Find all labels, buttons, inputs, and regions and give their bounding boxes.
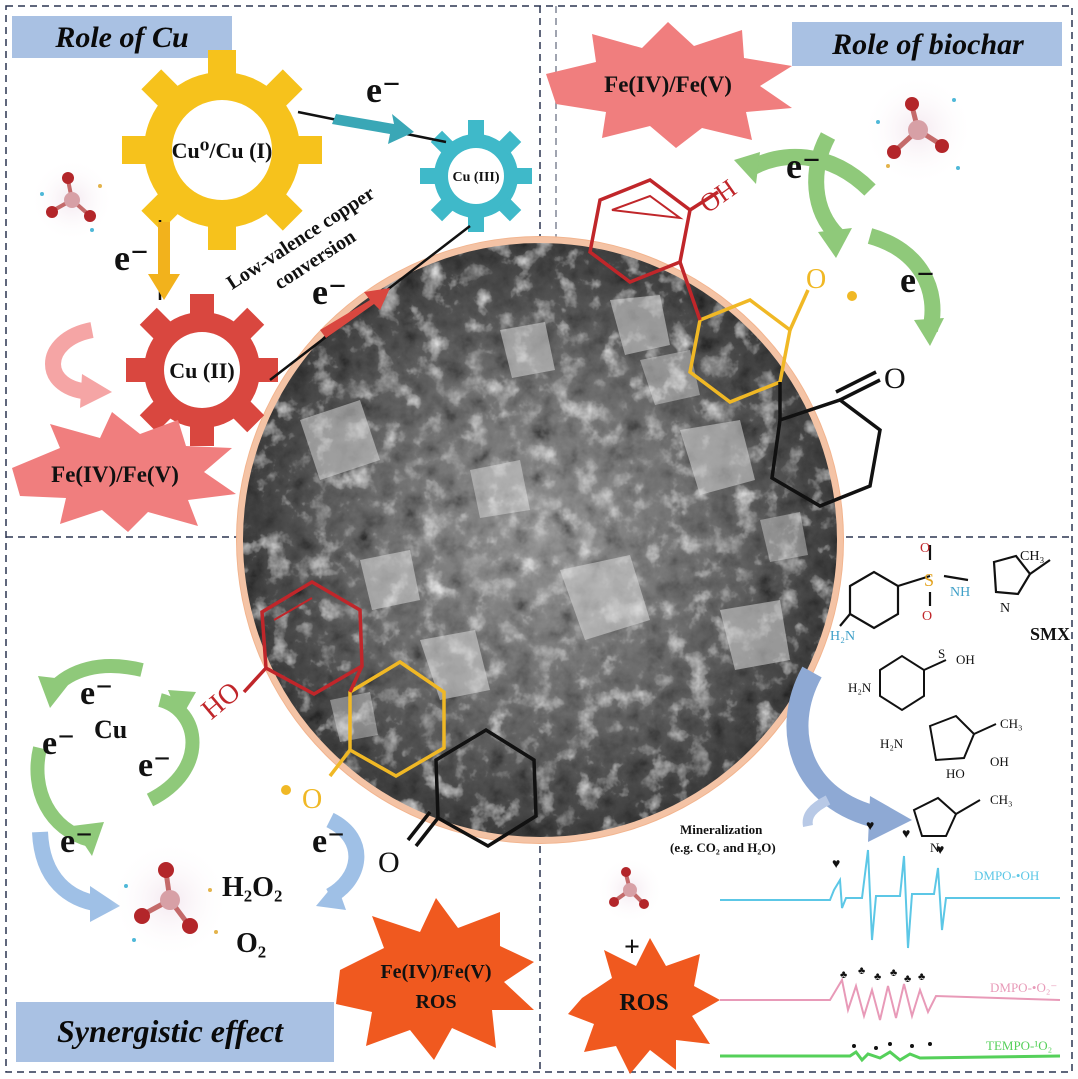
h2o2-label: H₂O₂ bbox=[222, 872, 282, 903]
svg-text:ROS: ROS bbox=[415, 991, 456, 1013]
svg-text:Fe(IV)/Fe(V): Fe(IV)/Fe(V) bbox=[51, 462, 179, 487]
oh-label: OH bbox=[694, 173, 742, 218]
role-of-cu-title: Role of Cu bbox=[12, 16, 232, 58]
epr-label-tempo: TEMPO-¹O₂ bbox=[986, 1038, 1052, 1053]
svg-text:Role of Cu: Role of Cu bbox=[54, 21, 188, 54]
ferrate-molecule-icon bbox=[30, 158, 114, 242]
epr-label-dmpo-o2: DMPO-•O₂⁻ bbox=[990, 980, 1057, 995]
synergistic-effect-title: Synergistic effect bbox=[16, 1002, 334, 1062]
svg-text:♣: ♣ bbox=[890, 967, 897, 979]
ferrate-molecule-icon bbox=[862, 74, 974, 186]
carbonyl-o-label: O bbox=[884, 362, 906, 395]
ho-label: HO bbox=[196, 676, 247, 726]
electron-label: e⁻ bbox=[80, 675, 113, 712]
svg-text:♥: ♥ bbox=[866, 819, 874, 834]
oh-label: OH bbox=[990, 754, 1009, 769]
epr-dmpo-oh-trace bbox=[720, 849, 1060, 949]
gear-cu0-cu1: Cu⁰/Cu (I) bbox=[122, 50, 322, 250]
ho-label: HO bbox=[946, 766, 965, 781]
electron-label: e⁻ bbox=[366, 70, 401, 110]
phenol-ring-structure bbox=[588, 178, 882, 508]
degradation-arrow bbox=[786, 666, 912, 842]
h2n-label: H₂N bbox=[830, 629, 855, 644]
electron-label: e⁻ bbox=[786, 146, 821, 186]
svg-text:Cu (II): Cu (II) bbox=[169, 358, 234, 383]
svg-text:♥: ♥ bbox=[902, 827, 910, 842]
ch3-label: CH₃ bbox=[1000, 716, 1023, 731]
electron-cycle-arrowheads bbox=[734, 152, 944, 346]
svg-text:Fe(IV)/Fe(V): Fe(IV)/Fe(V) bbox=[604, 72, 732, 97]
redox-cycle-arrow bbox=[45, 322, 112, 408]
svg-text:Fe(IV)/Fe(V): Fe(IV)/Fe(V) bbox=[380, 961, 491, 983]
fe-iv-v-burst-right: Fe(IV)/Fe(V) bbox=[546, 22, 792, 148]
electron-label: e⁻ bbox=[114, 238, 149, 278]
h2n-label: H₂N bbox=[880, 736, 904, 751]
ch3-label: CH₃ bbox=[1020, 549, 1044, 564]
cu-label: Cu bbox=[94, 715, 127, 744]
mineralization-products-label: (e.g. CO₂ and H₂O) bbox=[670, 840, 776, 855]
sulfonyl-oxo-label: O bbox=[922, 609, 932, 624]
ferrate-molecule-icon bbox=[596, 856, 664, 924]
svg-text:Synergistic effect: Synergistic effect bbox=[57, 1013, 284, 1049]
electron-label: e⁻ bbox=[312, 823, 345, 860]
radical-dot bbox=[281, 785, 291, 795]
svg-text:ROS: ROS bbox=[619, 990, 668, 1016]
ch3-label: CH₃ bbox=[990, 792, 1013, 807]
fe-iv-v-burst-left: Fe(IV)/Fe(V) bbox=[12, 412, 236, 532]
svg-text:♥: ♥ bbox=[832, 857, 840, 872]
svg-text:♣: ♣ bbox=[918, 971, 925, 983]
gear-cu2: Cu (II) bbox=[126, 294, 278, 446]
svg-text:♣: ♣ bbox=[904, 973, 911, 985]
svg-text:Role of biochar: Role of biochar bbox=[831, 28, 1024, 61]
o2-label: O₂ bbox=[236, 928, 266, 959]
electron-label: e⁻ bbox=[42, 725, 75, 762]
epr-dmpo-o2-trace bbox=[720, 977, 1061, 1021]
sulfur-label: S bbox=[938, 646, 945, 661]
plus-sign: + bbox=[624, 932, 640, 963]
radical-dot bbox=[847, 291, 857, 301]
n-label: N bbox=[1000, 601, 1010, 616]
smx-structure bbox=[839, 545, 1051, 630]
electron-arrows-cu bbox=[148, 114, 414, 338]
sem-image bbox=[236, 236, 844, 844]
blue-flow-arrowheads bbox=[90, 882, 346, 922]
sulfur-label: S bbox=[924, 570, 934, 590]
epr-peak-markers: ♥ ♥ ♥ ♥ ♣ ♣ ♣ ♣ ♣ ♣ bbox=[832, 819, 944, 1050]
phenol-ring-structure bbox=[242, 579, 538, 849]
svg-text:♣: ♣ bbox=[874, 971, 881, 983]
oh-label: OH bbox=[956, 652, 975, 667]
intermediate-structures bbox=[879, 654, 997, 837]
svg-text:♣: ♣ bbox=[840, 969, 847, 981]
fe-ros-burst: Fe(IV)/Fe(V) ROS bbox=[336, 898, 534, 1060]
sulfonyl-oxo-label: O bbox=[920, 541, 930, 556]
electron-label: e⁻ bbox=[60, 823, 93, 860]
svg-text:♣: ♣ bbox=[858, 965, 865, 977]
ros-burst: ROS bbox=[568, 938, 720, 1074]
nh-label: NH bbox=[950, 585, 970, 600]
smx-label: SMX bbox=[1030, 624, 1070, 644]
svg-text:♥: ♥ bbox=[936, 843, 944, 858]
electron-label: e⁻ bbox=[312, 272, 347, 312]
svg-text:Cu⁰/Cu (I): Cu⁰/Cu (I) bbox=[172, 138, 273, 163]
electron-label: e⁻ bbox=[138, 747, 171, 784]
epr-tempo-trace bbox=[720, 1049, 1061, 1063]
mineralization-label: Mineralization bbox=[680, 822, 763, 837]
gear-cu3: Cu (III) bbox=[420, 120, 532, 232]
role-of-biochar-title: Role of biochar bbox=[792, 22, 1062, 66]
svg-text:Cu (III): Cu (III) bbox=[452, 170, 499, 185]
epr-label-dmpo-oh: DMPO-•OH bbox=[974, 868, 1039, 883]
h2n-label: H₂N bbox=[848, 680, 872, 695]
epr-spectra: ♥ ♥ ♥ ♥ ♣ ♣ ♣ ♣ ♣ ♣ DMPO-•OH DMPO-•O₂⁻ T… bbox=[720, 819, 1061, 1063]
n-label: N bbox=[930, 840, 940, 855]
electron-label: e⁻ bbox=[900, 260, 935, 300]
electron-cycle-arrows-biochar bbox=[743, 132, 941, 332]
oxygen-label: O bbox=[302, 784, 322, 815]
electron-cycle-arrowheads bbox=[38, 676, 196, 856]
carbonyl-o-label: O bbox=[378, 846, 400, 879]
ferrate-molecule-icon bbox=[110, 840, 230, 960]
oxygen-label: O bbox=[806, 264, 826, 295]
